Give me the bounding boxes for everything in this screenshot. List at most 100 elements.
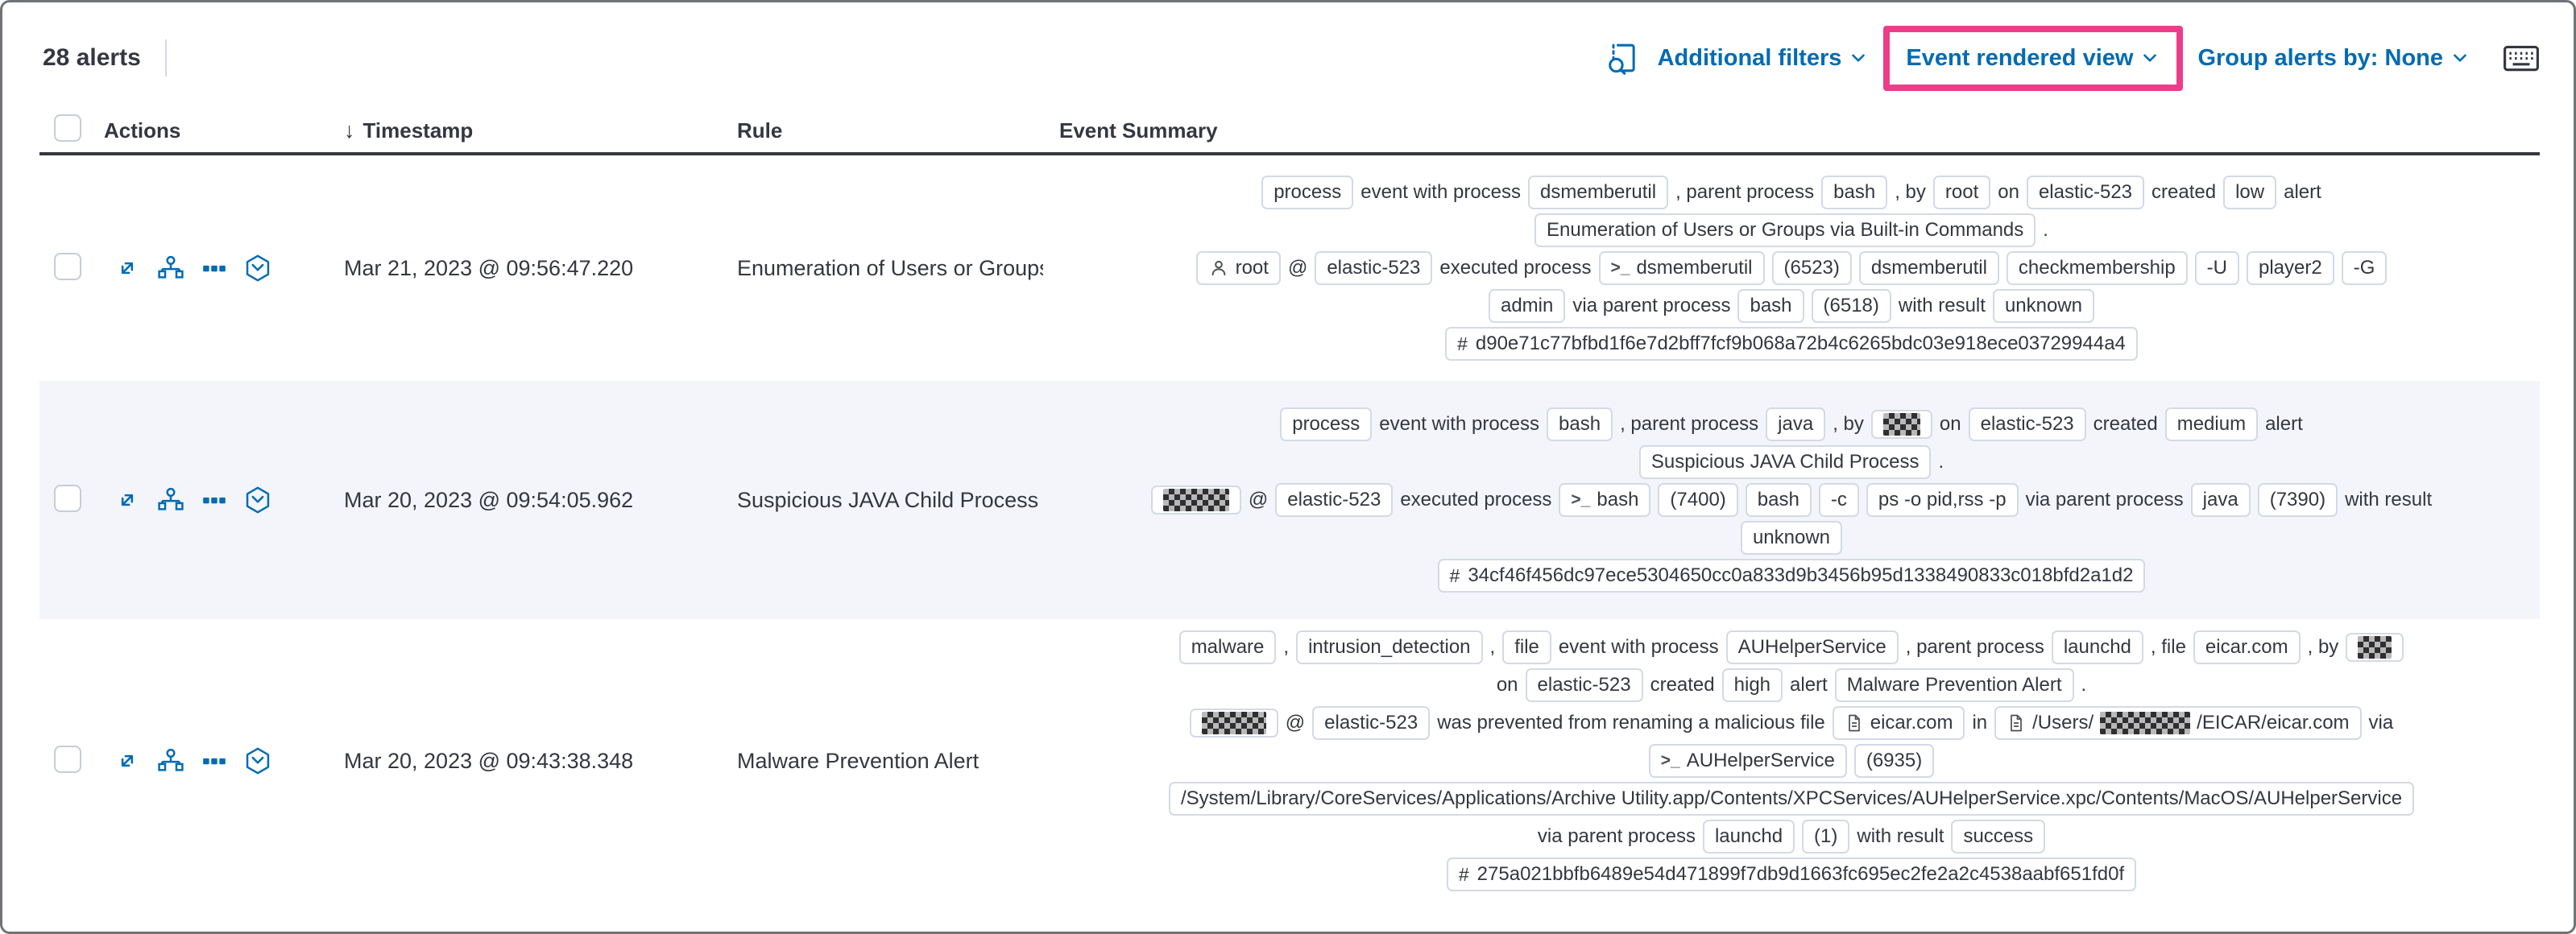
field-value-badge[interactable]: (6935)	[1853, 744, 1935, 778]
hash-icon: #	[1457, 333, 1468, 354]
analyze-event-button[interactable]	[155, 746, 186, 776]
field-value-badge[interactable]: -G	[2341, 251, 2388, 285]
row-checkbox[interactable]	[54, 484, 81, 512]
field-value-badge[interactable]: >_AUHelperService	[1648, 744, 1847, 778]
session-viewer-icon	[246, 254, 270, 282]
field-value-badge[interactable]: bash	[1745, 483, 1812, 517]
user-badge[interactable]: root	[1195, 251, 1281, 285]
badge-text: bash	[1833, 181, 1876, 203]
summary-text: alert	[1790, 674, 1828, 696]
session-view-button[interactable]	[242, 746, 273, 776]
row-checkbox[interactable]	[54, 252, 81, 280]
hash-badge[interactable]: #34cf46f456dc97ece5304650cc0a833d9b3456b…	[1437, 559, 2146, 593]
field-value-badge[interactable]: process	[1261, 176, 1354, 209]
field-value-badge[interactable]: elastic-523	[1315, 251, 1433, 285]
field-value-badge[interactable]: launchd	[2051, 630, 2143, 664]
field-value-badge[interactable]: java	[2190, 483, 2251, 517]
expand-alert-button[interactable]	[112, 746, 143, 776]
field-value-badge[interactable]: unknown	[1992, 289, 2095, 323]
redacted-badge[interactable]	[2346, 633, 2404, 662]
field-value-badge[interactable]: -U	[2194, 251, 2239, 285]
field-value-badge[interactable]: intrusion_detection	[1296, 630, 1483, 664]
field-value-badge[interactable]: Suspicious JAVA Child Process	[1638, 445, 1932, 479]
field-value-badge[interactable]: elastic-523	[1968, 407, 2086, 441]
field-value-badge[interactable]: player2	[2247, 251, 2334, 285]
field-value-badge[interactable]: checkmembership	[2006, 251, 2188, 285]
summary-text: executed process	[1400, 489, 1552, 510]
field-value-badge[interactable]: bash	[1821, 176, 1888, 209]
field-value-badge[interactable]: -c	[1818, 483, 1859, 517]
field-value-badge[interactable]: eicar.com	[2193, 630, 2301, 664]
redacted-badge[interactable]	[1870, 410, 1932, 439]
field-value-badge[interactable]: admin	[1488, 289, 1566, 323]
additional-filters-dropdown[interactable]: Additional filters	[1651, 40, 1876, 76]
field-value-badge[interactable]: elastic-523	[2026, 176, 2145, 209]
field-value-badge[interactable]: launchd	[1702, 820, 1795, 853]
field-value-badge[interactable]: (6523)	[1771, 251, 1852, 285]
expand-alert-button[interactable]	[112, 485, 143, 515]
rule-cell: Suspicious JAVA Child Process	[737, 487, 1039, 512]
analyze-event-button[interactable]	[155, 485, 186, 515]
field-value-badge[interactable]: low	[2223, 176, 2277, 209]
badge-text: launchd	[1714, 825, 1783, 847]
field-value-badge[interactable]: (7400)	[1658, 483, 1738, 517]
summary-text: with result	[1898, 295, 1986, 316]
field-value-badge[interactable]: /Users//EICAR/eicar.com	[1994, 706, 2362, 740]
field-value-badge[interactable]: success	[1951, 820, 2046, 853]
field-value-badge[interactable]: bash	[1547, 407, 1613, 441]
select-all-checkbox[interactable]	[54, 114, 81, 142]
field-value-badge[interactable]: malware	[1178, 630, 1277, 664]
field-value-badge[interactable]: process	[1280, 407, 1373, 441]
field-value-badge[interactable]: (7390)	[2257, 483, 2338, 517]
badge-text: Suspicious JAVA Child Process	[1650, 451, 1920, 473]
row-checkbox[interactable]	[54, 745, 81, 773]
field-value-badge[interactable]: elastic-523	[1312, 706, 1431, 740]
field-value-badge[interactable]: elastic-523	[1525, 668, 1643, 702]
field-value-badge[interactable]: /System/Library/CoreServices/Application…	[1168, 782, 2415, 816]
field-value-badge[interactable]: medium	[2164, 407, 2259, 441]
field-value-badge[interactable]: high	[1721, 668, 1783, 702]
summary-text: , parent process	[1905, 636, 2044, 658]
field-value-badge[interactable]: bash	[1737, 289, 1804, 323]
column-header-timestamp[interactable]: ↓ Timestamp	[325, 118, 721, 143]
keyboard-shortcuts-button[interactable]	[2499, 39, 2543, 76]
field-value-badge[interactable]: Malware Prevention Alert	[1834, 668, 2074, 702]
more-actions-button[interactable]	[199, 253, 230, 283]
analyze-event-button[interactable]	[155, 253, 186, 283]
redacted-badge[interactable]	[1150, 486, 1241, 515]
inspect-button[interactable]	[1601, 37, 1643, 79]
field-value-badge[interactable]: dsmemberutil	[1528, 176, 1669, 209]
more-actions-button[interactable]	[199, 485, 230, 515]
field-value-badge[interactable]: >_bash	[1559, 483, 1651, 517]
summary-text: @	[1285, 712, 1306, 734]
hash-badge[interactable]: #275a021bbfb6489e54d471899f7db9d1663fc69…	[1446, 858, 2137, 891]
badge-text: 275a021bbfb6489e54d471899f7db9d1663fc695…	[1476, 863, 2125, 885]
field-value-badge[interactable]: file	[1502, 630, 1551, 664]
field-value-badge[interactable]: (1)	[1802, 820, 1850, 853]
view-mode-dropdown[interactable]: Event rendered view	[1899, 40, 2167, 76]
field-value-badge[interactable]: root	[1932, 176, 1991, 209]
group-alerts-dropdown[interactable]: Group alerts by: None	[2191, 40, 2477, 76]
hash-badge[interactable]: #d90e71c77bfbd1f6e7d2bff7fcf9b068a72b4c6…	[1445, 327, 2138, 361]
field-value-badge[interactable]: ps -o pid,rss -p	[1866, 483, 2019, 517]
field-value-badge[interactable]: dsmemberutil	[1858, 251, 1999, 285]
field-value-badge[interactable]: java	[1766, 407, 1826, 441]
more-actions-button[interactable]	[199, 746, 230, 776]
session-view-button[interactable]	[242, 253, 273, 283]
field-value-badge[interactable]: eicar.com	[1832, 706, 1965, 740]
summary-line: Enumeration of Users or Groups via Built…	[1534, 213, 2048, 247]
session-view-button[interactable]	[242, 485, 273, 515]
chevron-down-icon	[2143, 54, 2157, 62]
field-value-badge[interactable]: unknown	[1740, 521, 1843, 555]
field-value-badge[interactable]: (6518)	[1811, 289, 1891, 323]
expand-alert-button[interactable]	[112, 253, 143, 283]
redacted-badge[interactable]	[1189, 709, 1278, 738]
badge-text: unknown	[1752, 527, 1831, 548]
field-value-badge[interactable]: Enumeration of Users or Groups via Built…	[1534, 213, 2036, 247]
field-value-badge[interactable]: AUHelperService	[1725, 630, 1899, 664]
field-value-badge[interactable]: elastic-523	[1275, 483, 1394, 517]
boxes-horizontal-icon	[203, 758, 226, 765]
field-value-badge[interactable]: >_dsmemberutil	[1598, 251, 1765, 285]
